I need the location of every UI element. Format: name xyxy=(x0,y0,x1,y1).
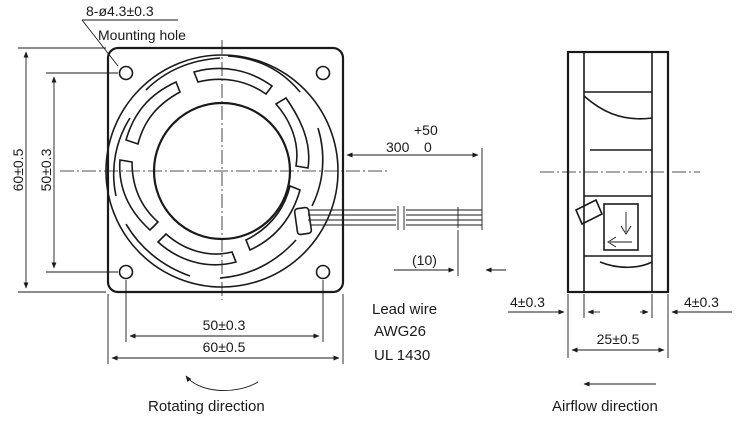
side-view: 4±0.3 4±0.3 25±0.5 Airflow direction xyxy=(508,50,732,415)
rotation-arrow-icon xyxy=(185,375,259,391)
lead-tolerance-minus: 0 xyxy=(424,139,432,155)
dim-inner-vertical: 50±0.3 xyxy=(38,148,54,191)
mounting-hole-br xyxy=(315,264,331,280)
front-view: 8-ø4.3±0.3 Mounting hole 60±0.5 50±0.3 5… xyxy=(10,3,506,415)
lead-wire-title: Lead wire xyxy=(372,301,437,318)
mounting-hole-bl xyxy=(118,264,134,280)
rotating-label: Rotating direction xyxy=(148,398,265,415)
mounting-hole-tr xyxy=(315,65,331,81)
lead-length: 300 xyxy=(386,139,410,155)
strip-length: (10) xyxy=(412,252,437,268)
hole-leader xyxy=(81,19,119,67)
dim-outer-vertical: 60±0.5 xyxy=(10,148,26,191)
hole-label: Mounting hole xyxy=(98,27,186,43)
lead-wires xyxy=(293,206,482,236)
lead-wire-standard: UL 1430 xyxy=(374,347,430,364)
depth-dim: 25±0.5 xyxy=(597,331,640,347)
mounting-hole-tl xyxy=(118,65,134,81)
airflow-label: Airflow direction xyxy=(552,398,658,415)
flange-right: 4±0.3 xyxy=(684,294,719,310)
dim-inner-horizontal: 50±0.3 xyxy=(203,317,246,333)
mounting-holes xyxy=(118,65,331,280)
flange-left: 4±0.3 xyxy=(510,294,545,310)
lead-wire-gauge: AWG26 xyxy=(374,323,426,340)
lead-tolerance-plus: +50 xyxy=(414,122,438,138)
dim-outer-horizontal: 60±0.5 xyxy=(203,339,246,355)
fan-blades xyxy=(112,55,324,279)
fan-frame xyxy=(106,46,345,294)
hole-callout: 8-ø4.3±0.3 xyxy=(86,3,154,19)
